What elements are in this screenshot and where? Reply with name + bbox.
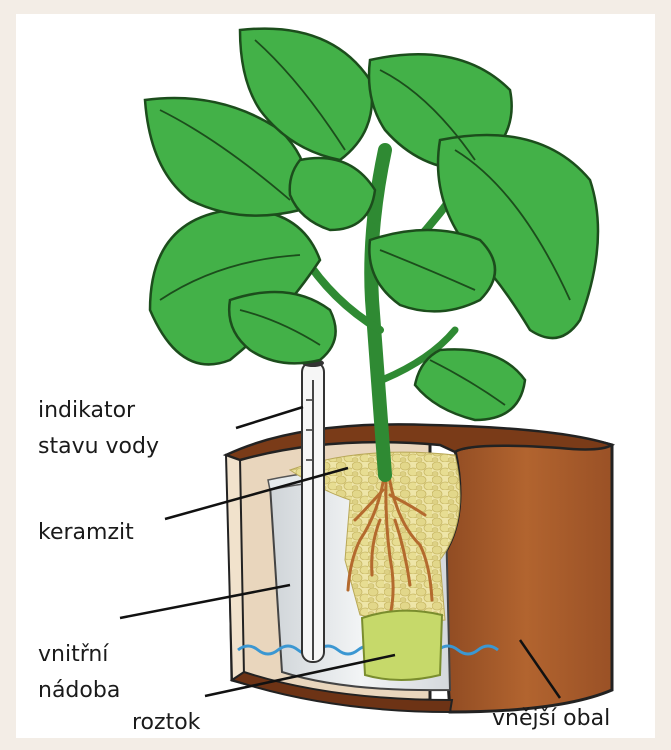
label-inner-line1: vnitřní bbox=[38, 640, 108, 670]
leaf bbox=[290, 158, 375, 230]
label-keramzit: keramzit bbox=[38, 518, 134, 548]
label-outer: vnější obal bbox=[492, 704, 610, 734]
water-level-indicator bbox=[302, 359, 324, 662]
label-inner-line2: nádoba bbox=[38, 676, 120, 706]
label-indicator-line1: indikator bbox=[38, 396, 135, 426]
leaf bbox=[229, 292, 335, 363]
label-indicator-line2: stavu vody bbox=[38, 432, 159, 462]
outer-pot-shell bbox=[440, 439, 612, 712]
label-solution: roztok bbox=[132, 708, 200, 738]
leader-indicator bbox=[236, 407, 303, 428]
nutrient-solution bbox=[362, 611, 442, 680]
